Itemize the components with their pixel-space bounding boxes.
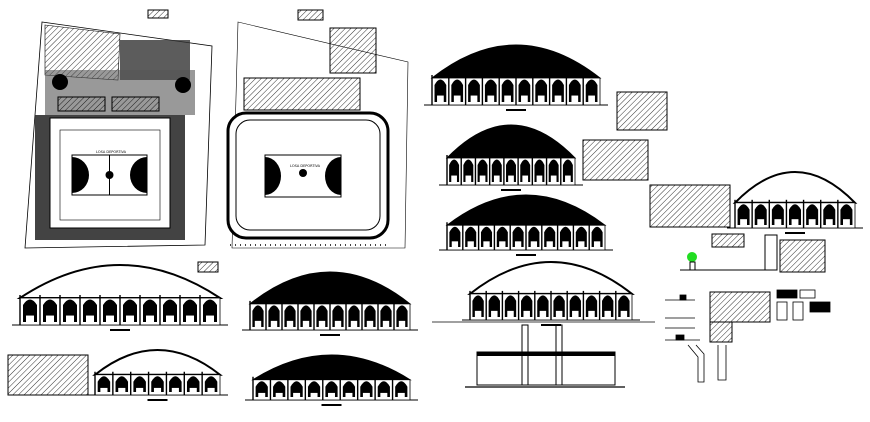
section-details: [7, 91, 831, 396]
section-b: [12, 264, 228, 331]
section-c: [87, 349, 228, 401]
site-plan-1: LOSA DEPORTIVA: [24, 9, 213, 249]
elevations-group: [12, 44, 863, 406]
court-label-1: LOSA DEPORTIVA: [96, 150, 127, 154]
elevation-1: [424, 44, 608, 111]
section-d: [727, 171, 863, 234]
tree-icon: [687, 252, 697, 262]
elevation-4: [242, 271, 418, 336]
elevation-2: [439, 124, 583, 191]
elevation-3: [439, 194, 613, 256]
site-plan-2: LOSA DEPORTIVA: [226, 9, 409, 249]
section-e: [432, 321, 655, 388]
elevation-5: [245, 354, 418, 406]
court-label-2: LOSA DEPORTIVA: [290, 164, 321, 168]
section-a: [462, 261, 640, 326]
